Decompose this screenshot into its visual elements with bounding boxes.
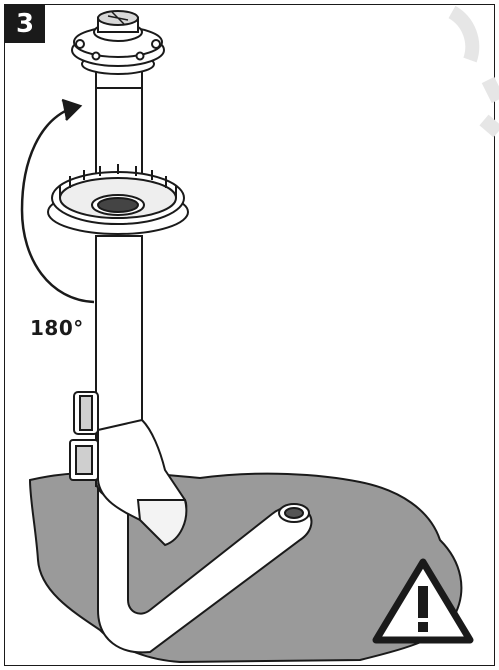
watermark-arc (448, 5, 499, 138)
warning-triangle-icon (372, 558, 474, 644)
pipe-elbow (97, 479, 313, 654)
pipe-junction (97, 418, 188, 547)
instruction-panel-frame (4, 4, 495, 666)
top-head-unit (71, 10, 165, 89)
pipe-clip (69, 391, 99, 481)
rotation-arrow-icon (20, 98, 95, 304)
rotation-angle-label: 180° (30, 316, 84, 340)
ring-flange (47, 164, 189, 235)
step-number-badge: 3 (5, 5, 45, 43)
